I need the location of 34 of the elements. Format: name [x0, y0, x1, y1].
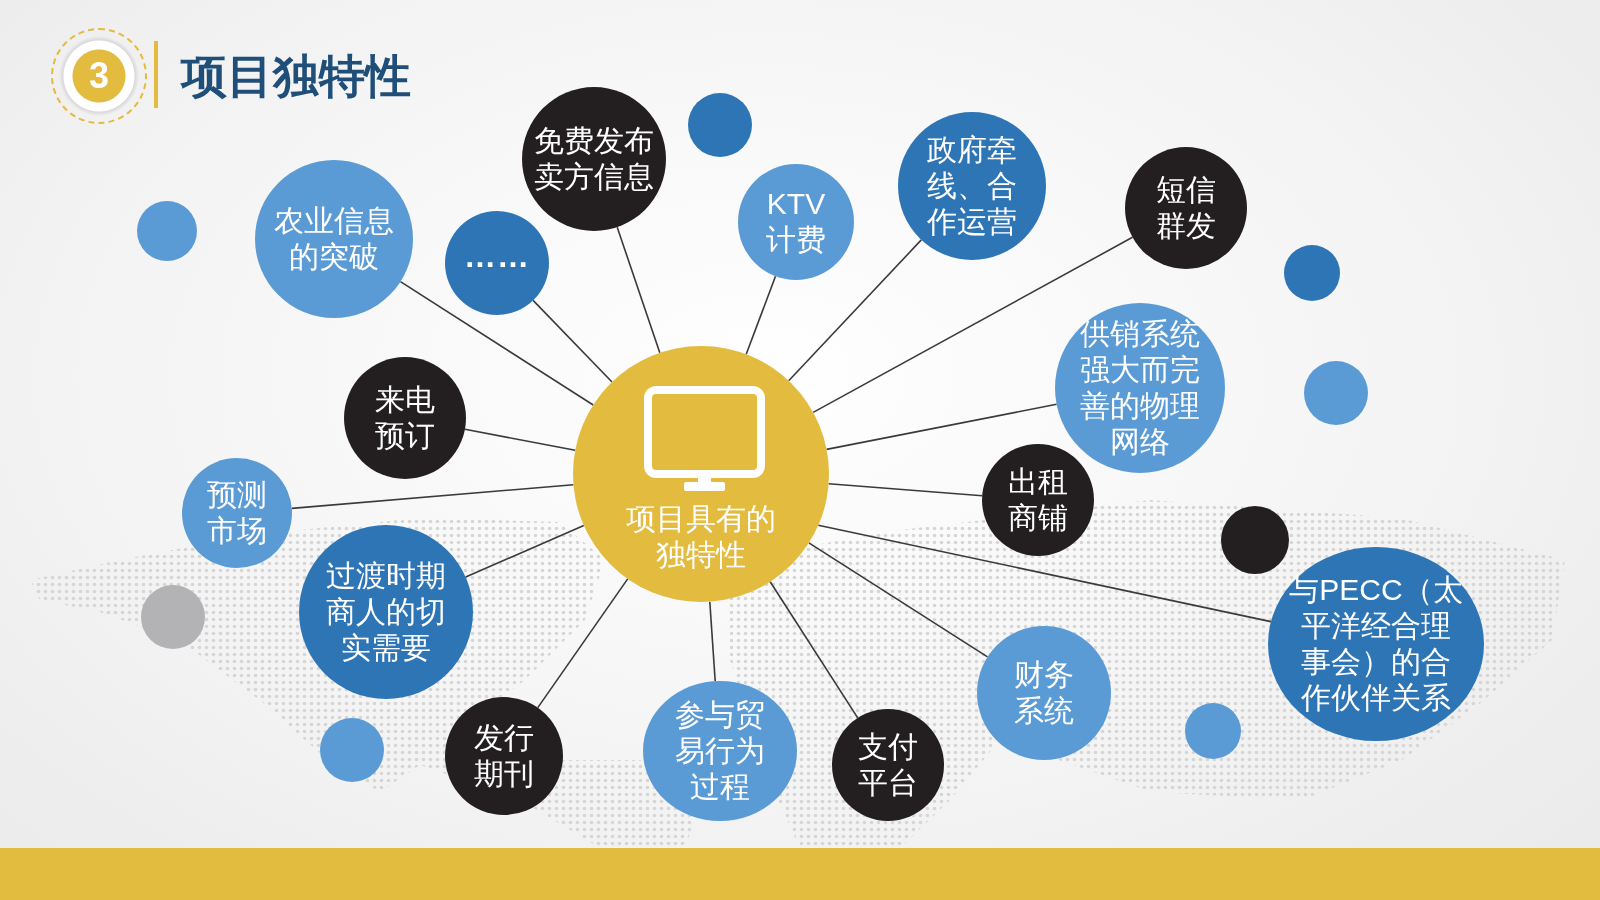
bubble-label: 政府牵线、合作运营	[926, 132, 1018, 240]
connector-line	[808, 542, 989, 658]
bubble-label: 供销系统强大而完善的物理网络	[1079, 316, 1201, 460]
bubble-label: 财务系统	[1013, 657, 1075, 729]
connector-line	[812, 236, 1134, 414]
connector-line	[464, 428, 576, 451]
connector-line	[616, 226, 661, 354]
connector-line	[817, 524, 1272, 623]
connector-line	[532, 299, 613, 383]
connector-line	[291, 483, 575, 510]
connector-line	[787, 239, 923, 382]
bubble-label: 支付平台	[857, 729, 919, 801]
badge-number: 3	[89, 56, 109, 96]
connector-line	[399, 280, 594, 406]
connector-line	[709, 600, 716, 682]
bubble-label: 短信群发	[1155, 172, 1217, 244]
bubble-label: 出租商铺	[1007, 464, 1069, 536]
bubble-label: 发行期刊	[473, 720, 535, 792]
connector-line	[827, 483, 983, 497]
bubble-label: 农业信息的突破	[273, 203, 395, 275]
bubble-label: 与PECC（太平洋经合理事会）的合作伙伴关系	[1288, 572, 1464, 716]
connector-line	[745, 275, 777, 355]
bubble-label: 参与贸易行为过程	[674, 697, 766, 805]
bubble-label: ……	[464, 238, 530, 274]
connector-line	[464, 524, 585, 578]
bubble-label: 过渡时期商人的切实需要	[325, 558, 447, 666]
bubble-label: KTV计费	[765, 186, 827, 258]
connector-line	[537, 578, 629, 709]
bubble-label: 免费发布卖方信息	[533, 123, 655, 195]
bubble-label: 来电预订	[374, 382, 436, 454]
bubble-label: 预测市场	[206, 477, 268, 549]
center-label: 项目具有的独特性	[625, 501, 777, 573]
connector-line	[769, 580, 859, 719]
slide-title: 项目独特性	[181, 49, 411, 104]
